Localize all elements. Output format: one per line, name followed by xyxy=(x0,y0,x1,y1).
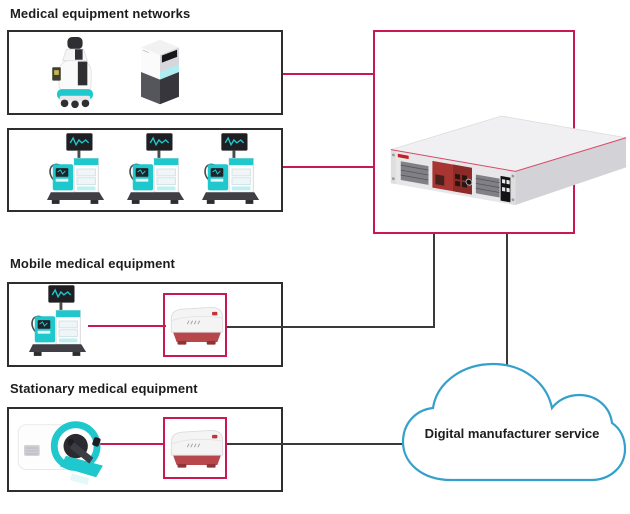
connector-router-hub-horizontal xyxy=(227,326,435,328)
mobile-section-title: Mobile medical equipment xyxy=(10,256,175,271)
cloud-shape xyxy=(401,362,627,482)
router-highlight-box-mobile xyxy=(163,293,227,357)
networks-section-title: Medical equipment networks xyxy=(10,6,191,21)
connector-router-cloud xyxy=(227,443,405,445)
kiosk-terminal-icon xyxy=(141,39,179,105)
cloud-service-label: Digital manufacturer service xyxy=(424,426,600,441)
connector-networks1-hub xyxy=(283,73,373,75)
gateway-router-icon xyxy=(170,306,224,345)
router-highlight-box-stationary xyxy=(163,417,227,479)
stationary-section-title: Stationary medical equipment xyxy=(10,381,198,396)
connector-networks2-hub xyxy=(283,166,373,168)
gateway-router-icon xyxy=(170,429,224,468)
rack-server-icon xyxy=(390,115,627,206)
mobile-robot-icon xyxy=(52,36,94,109)
connector-router-hub-vertical xyxy=(433,234,435,328)
connector-cart-router-mobile xyxy=(88,325,166,327)
cloud-service: Digital manufacturer service xyxy=(395,350,628,492)
medical-cart-icon xyxy=(46,133,105,204)
mri-scanner-icon xyxy=(17,421,103,486)
medical-cart-icon xyxy=(126,133,185,204)
connector-mri-router xyxy=(95,443,165,445)
medical-cart-icon xyxy=(201,133,260,204)
connector-hub-cloud xyxy=(506,234,508,365)
medical-cart-icon xyxy=(28,285,87,356)
